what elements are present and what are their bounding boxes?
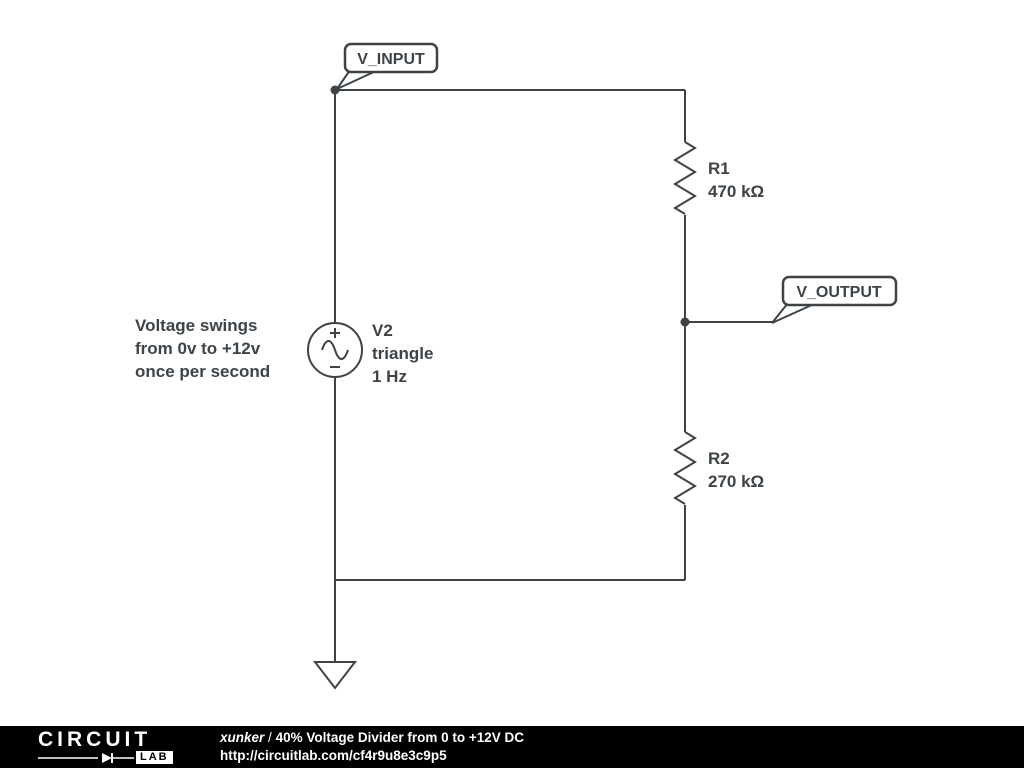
flag-v-input-label: V_INPUT	[357, 51, 425, 68]
sine-wave-icon	[321, 340, 349, 360]
flag-v-output[interactable]: V_OUTPUT	[771, 275, 898, 324]
voltage-source-frequency: 1 Hz	[372, 367, 407, 386]
circuitlab-logo-text: CIRCUIT	[38, 728, 152, 751]
footer-title-line: xunker / 40% Voltage Divider from 0 to +…	[220, 729, 524, 747]
flag-v-output-label: V_OUTPUT	[796, 284, 882, 301]
resistor-r2-zigzag[interactable]	[673, 431, 697, 505]
footer-bar: CIRCUIT LAB xunker / 40% Voltage Divider…	[0, 726, 1024, 768]
footer-separator: /	[268, 730, 272, 745]
resistor-r2[interactable]: R2 270 kΩ	[673, 431, 764, 505]
annotation-line-2: from 0v to +12v	[135, 339, 261, 358]
footer-meta: xunker / 40% Voltage Divider from 0 to +…	[220, 729, 524, 765]
diode-icon	[38, 752, 134, 763]
resistor-r2-value: 270 kΩ	[708, 472, 764, 491]
resistor-r1-value: 470 kΩ	[708, 182, 764, 201]
resistor-r2-name: R2	[708, 449, 730, 468]
footer-author: xunker	[220, 730, 265, 745]
circuitlab-logo: CIRCUIT LAB	[38, 728, 186, 764]
flag-v-input-box[interactable]	[343, 42, 439, 74]
resistor-r1-zigzag[interactable]	[673, 141, 697, 215]
node-dot-output	[680, 317, 690, 327]
flag-v-output-box[interactable]	[781, 275, 898, 307]
resistor-r1-name: R1	[708, 159, 730, 178]
voltage-source-waveform: triangle	[372, 344, 433, 363]
ground-symbol[interactable]	[312, 661, 358, 690]
annotation-note: Voltage swings from 0v to +12v once per …	[135, 316, 270, 381]
flag-v-input[interactable]: V_INPUT	[334, 42, 439, 92]
footer-schematic-title: 40% Voltage Divider from 0 to +12V DC	[275, 730, 525, 745]
circuitlab-logo-lab-row: LAB	[38, 751, 186, 764]
footer-url-link[interactable]: http://circuitlab.com/cf4r9u8e3c9p5	[220, 748, 447, 763]
voltage-source-name: V2	[372, 321, 393, 340]
schematic-canvas: R1 470 kΩ R2 270 kΩ V2 triangle 1 Hz	[135, 42, 898, 690]
resistor-r1[interactable]: R1 470 kΩ	[673, 141, 764, 215]
circuitlab-logo-lab: LAB	[136, 751, 173, 764]
footer-url-line: http://circuitlab.com/cf4r9u8e3c9p5	[220, 747, 524, 765]
annotation-line-3: once per second	[135, 362, 270, 381]
plus-icon	[330, 328, 340, 338]
annotation-line-1: Voltage swings	[135, 316, 258, 335]
voltage-source-v2[interactable]: V2 triangle 1 Hz	[307, 321, 433, 386]
